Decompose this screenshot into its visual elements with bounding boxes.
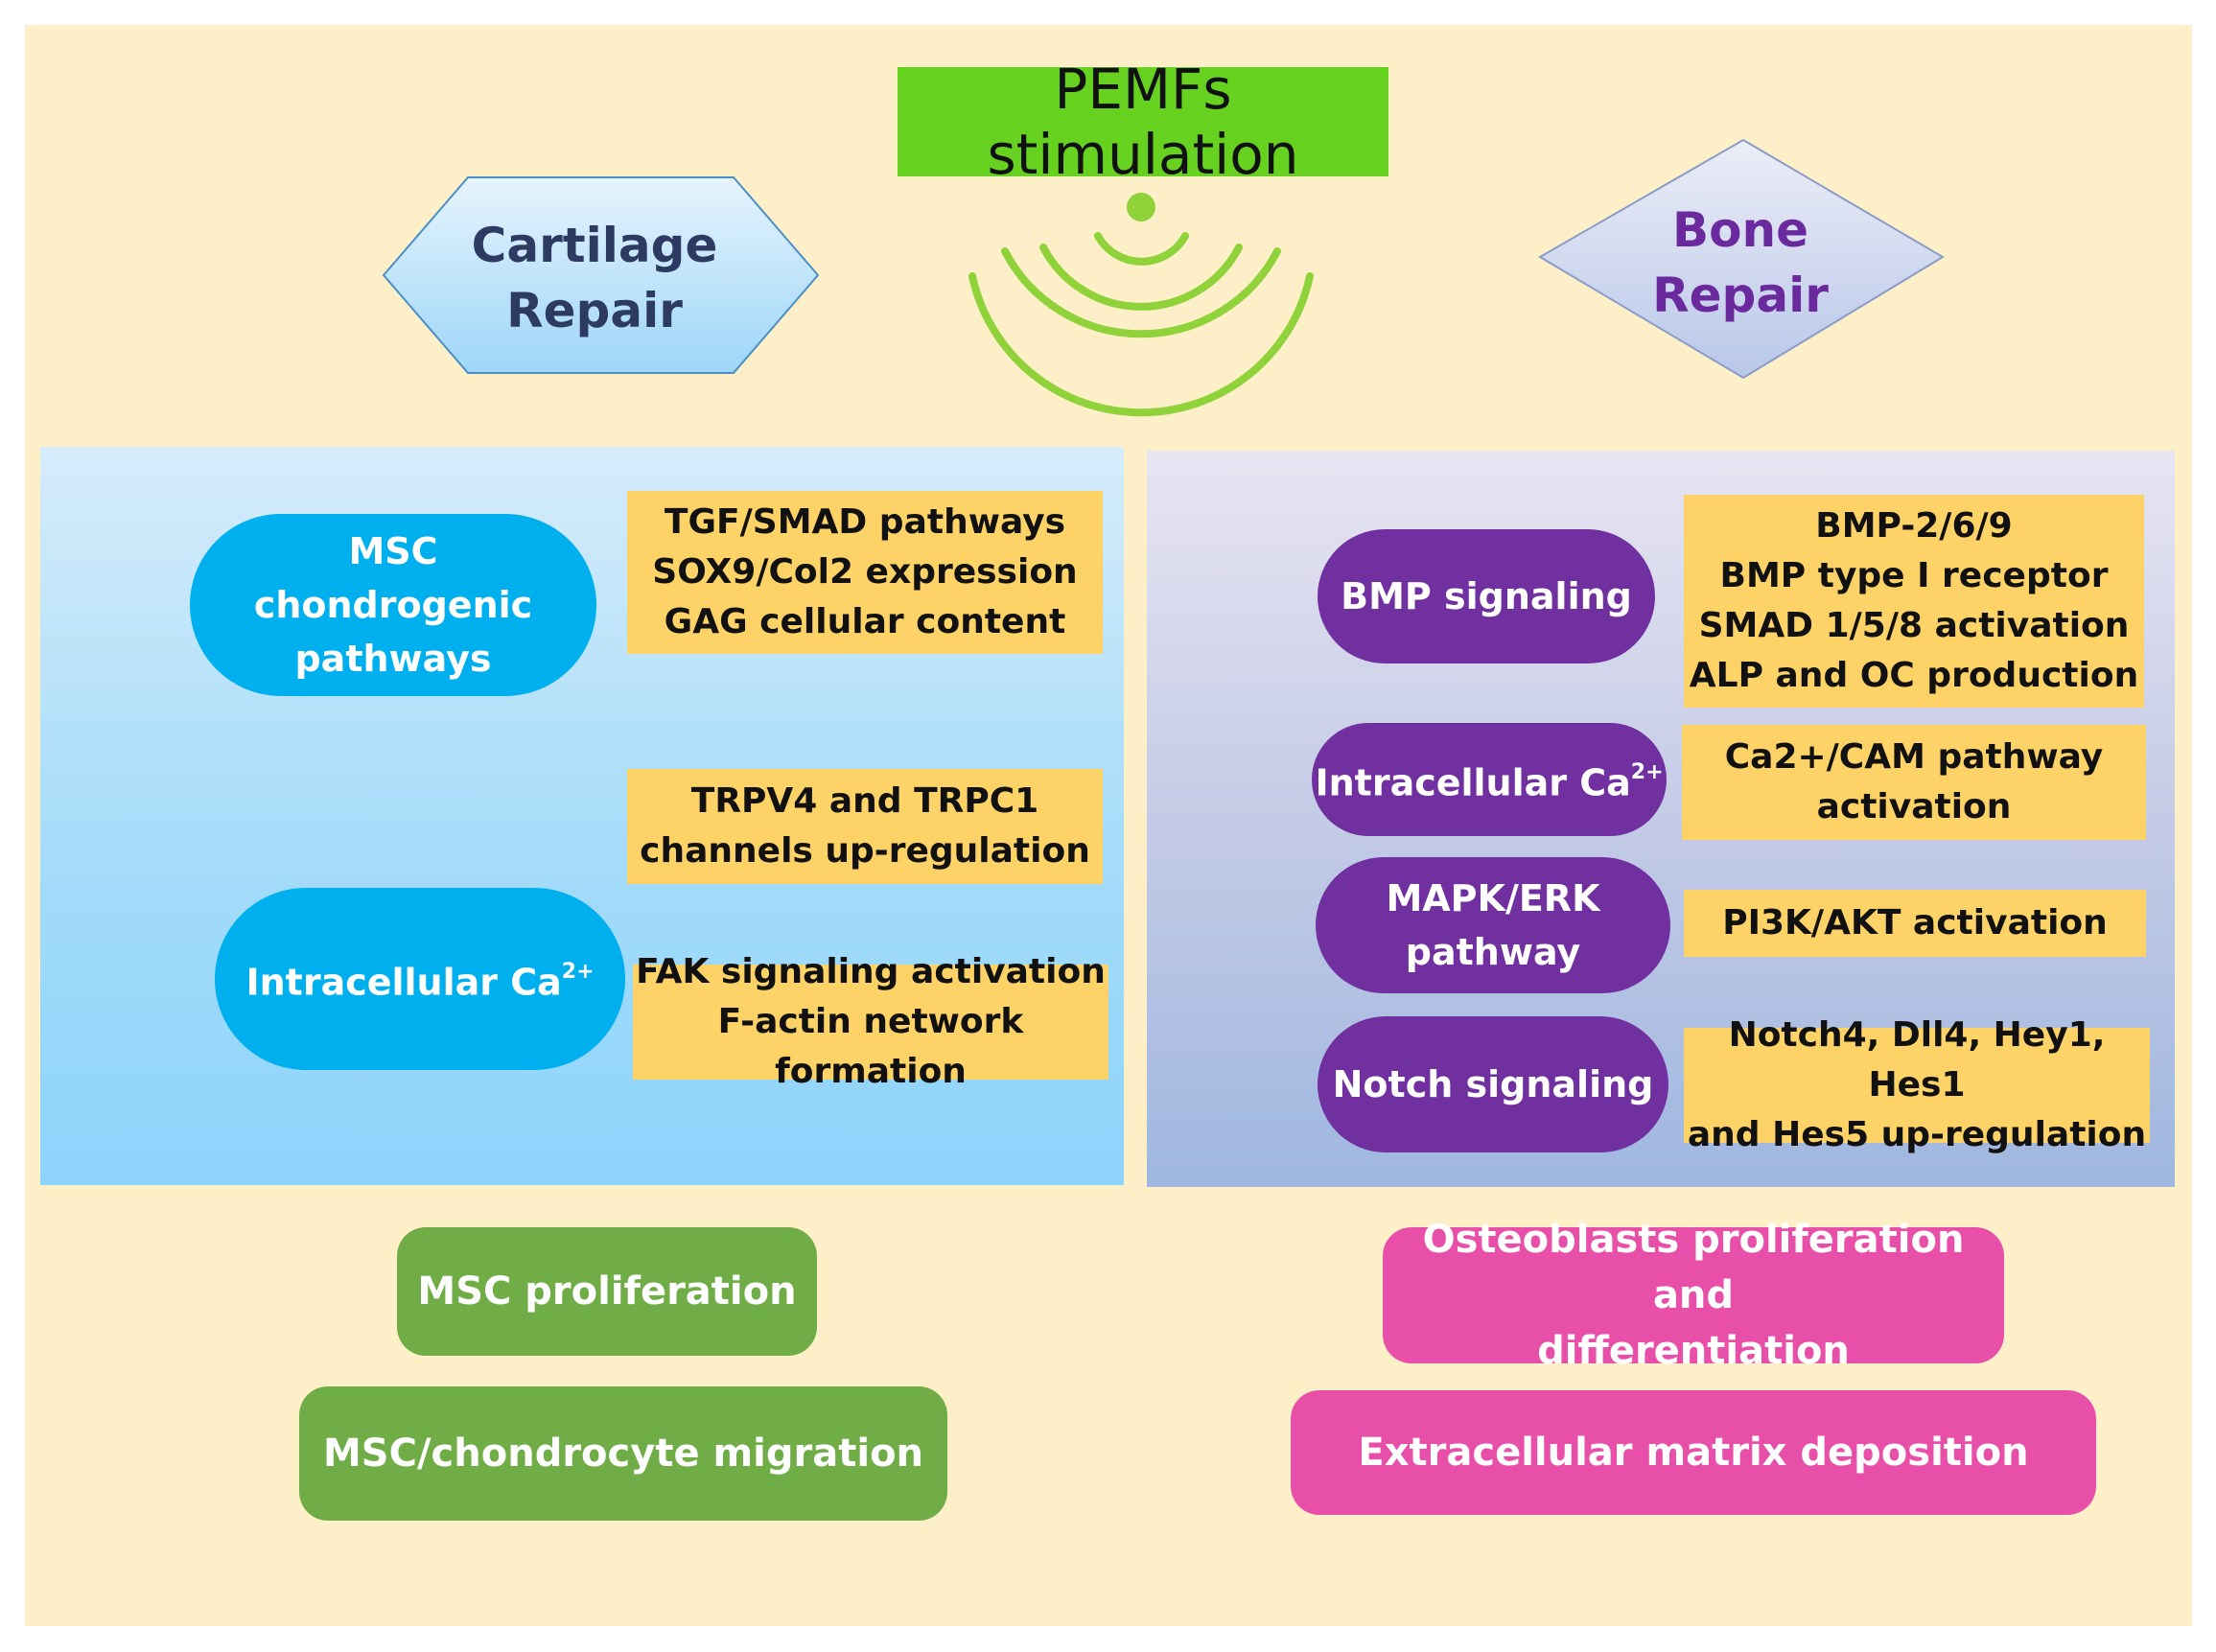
msc-chondrogenic-line3: pathways: [294, 638, 492, 680]
pemfs-title-text: PEMFs stimulation: [987, 57, 1299, 187]
msc-chondrogenic-pill: MSC chondrogenic pathways: [190, 514, 596, 696]
fak-note: FAK signaling activation F-actin network…: [633, 952, 1108, 1091]
bmp-signaling-pill: BMP signaling: [1318, 529, 1655, 663]
note-line: GAG cellular content: [664, 602, 1066, 641]
msc-migration-box: MSC/chondrocyte migration: [299, 1386, 947, 1521]
note-line: BMP-2/6/9: [1815, 506, 2013, 546]
osteoblasts-line2: differentiation: [1537, 1329, 1850, 1373]
msc-proliferation-text: MSC proliferation: [417, 1269, 797, 1314]
intracellular-ca-left-pill: Intracellular Ca2+: [215, 888, 625, 1070]
msc-chondrogenic-line2: chondrogenic: [253, 584, 533, 626]
intracellular-ca-right-sup: 2+: [1630, 759, 1664, 784]
msc-proliferation-box: MSC proliferation: [397, 1227, 817, 1356]
trpv4-note: TRPV4 and TRPC1 channels up-regulation: [627, 769, 1103, 884]
note-line: F-actin network formation: [717, 1002, 1024, 1091]
note-line: ALP and OC production: [1689, 656, 2139, 695]
cartilage-line2: Repair: [506, 283, 683, 338]
pi3k-akt-note: PI3K/AKT activation: [1684, 890, 2146, 957]
note-line: PI3K/AKT activation: [1722, 903, 2108, 942]
note-line: and Hes5 up-regulation: [1687, 1115, 2147, 1154]
note-line: FAK signaling activation: [636, 952, 1106, 991]
bone-repair-label: Bone Repair: [1534, 196, 1947, 330]
notch4-note: Notch4, Dll4, Hey1, Hes1 and Hes5 up-reg…: [1684, 1015, 2150, 1154]
note-line: Notch4, Dll4, Hey1, Hes1: [1728, 1015, 2106, 1105]
msc-chondrogenic-line1: MSC: [348, 530, 438, 572]
note-line: BMP type I receptor: [1719, 556, 2109, 595]
ecm-deposition-text: Extracellular matrix deposition: [1358, 1431, 2029, 1475]
note-line: Ca2+/CAM pathway: [1724, 737, 2104, 777]
note-line: SMAD 1/5/8 activation: [1698, 606, 2130, 645]
ecm-deposition-box: Extracellular matrix deposition: [1291, 1390, 2096, 1515]
intracellular-ca-right-text: Intracellular Ca: [1315, 761, 1631, 804]
pemfs-title: PEMFs stimulation: [898, 57, 1388, 187]
mapk-erk-pill: MAPK/ERK pathway: [1316, 857, 1670, 993]
osteoblasts-box: Osteoblasts proliferation and differenti…: [1383, 1218, 2004, 1373]
bone-line2: Repair: [1652, 268, 1829, 323]
note-line: activation: [1816, 787, 2012, 826]
signal-wave-icon: [968, 193, 1314, 417]
bone-line1: Bone: [1672, 202, 1808, 258]
tgf-smad-note: TGF/SMAD pathways SOX9/Col2 expression G…: [627, 491, 1103, 654]
note-line: SOX9/Col2 expression: [652, 552, 1078, 592]
msc-migration-text: MSC/chondrocyte migration: [322, 1431, 924, 1476]
bmp-signaling-text: BMP signaling: [1341, 575, 1632, 617]
notch-signaling-pill: Notch signaling: [1318, 1016, 1668, 1152]
bmp-note: BMP-2/6/9 BMP type I receptor SMAD 1/5/8…: [1684, 495, 2144, 708]
bone-diamond: [1538, 138, 1945, 380]
ca-cam-note: Ca2+/CAM pathway activation: [1682, 725, 2146, 840]
cartilage-hexagon: [382, 176, 820, 374]
notch-signaling-text: Notch signaling: [1332, 1063, 1654, 1105]
intracellular-ca-left-sup: 2+: [561, 959, 595, 984]
cartilage-line1: Cartilage: [471, 218, 718, 273]
note-line: TGF/SMAD pathways: [664, 502, 1066, 542]
intracellular-ca-left-text: Intracellular Ca: [245, 961, 562, 1004]
intracellular-ca-right-pill: Intracellular Ca2+: [1312, 723, 1667, 836]
cartilage-repair-label: Cartilage Repair: [379, 211, 810, 345]
note-line: TRPV4 and TRPC1: [690, 781, 1039, 821]
osteoblasts-line1: Osteoblasts proliferation and: [1422, 1218, 1965, 1317]
note-line: channels up-regulation: [640, 831, 1090, 871]
mapk-erk-line1: MAPK/ERK: [1386, 877, 1600, 919]
mapk-erk-line2: pathway: [1405, 931, 1581, 973]
